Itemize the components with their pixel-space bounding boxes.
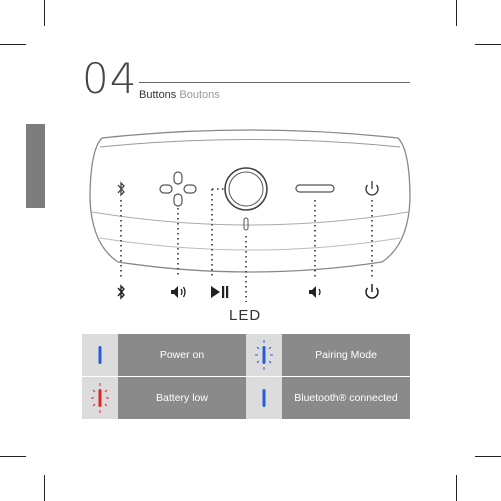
led-label: LED — [229, 307, 262, 324]
section-title: Buttons Boutons — [139, 89, 220, 101]
led-status-legend: Power on Pairing Mode Battery low — [82, 334, 410, 419]
led-pairing-icon — [246, 334, 282, 376]
bluetooth-button — [117, 181, 125, 197]
crop-mark — [0, 44, 26, 45]
title-primary: Buttons — [139, 89, 177, 101]
crop-mark — [44, 0, 45, 26]
led-indicator — [243, 217, 249, 231]
volume-down-icon — [309, 286, 321, 298]
chapter-tab — [26, 124, 45, 208]
leader-lines — [120, 189, 373, 302]
volume-up-icon — [171, 286, 186, 298]
title-secondary: Boutons — [179, 89, 220, 101]
volume-cross-button — [159, 171, 197, 207]
led-bt-connected-icon — [246, 377, 282, 419]
bluetooth-icon — [117, 284, 125, 300]
play-pause-dial-inner — [228, 171, 264, 207]
play-pause-icon — [211, 286, 229, 298]
volume-down-bar — [295, 184, 335, 193]
led-power-on-icon — [82, 334, 118, 376]
legend-bluetooth-connected: Bluetooth® connected — [282, 377, 410, 419]
play-pause-dial — [224, 167, 268, 211]
speaker-top-edge — [99, 139, 401, 148]
header-rule — [139, 82, 410, 83]
crop-mark — [44, 475, 45, 501]
section-number: 04 — [82, 54, 138, 103]
legend-battery-low: Battery low — [118, 377, 246, 419]
led-battery-low-icon — [82, 377, 118, 419]
crop-mark — [475, 456, 501, 457]
legend-pairing-mode: Pairing Mode — [282, 334, 410, 376]
crop-mark — [0, 456, 26, 457]
legend-power-on: Power on — [118, 334, 246, 376]
power-icon — [365, 284, 379, 299]
speaker-base-line — [99, 237, 401, 251]
speaker-base-line — [91, 211, 409, 226]
crop-mark — [456, 475, 457, 501]
crop-mark — [475, 44, 501, 45]
crop-mark — [456, 0, 457, 26]
power-button — [365, 181, 379, 196]
